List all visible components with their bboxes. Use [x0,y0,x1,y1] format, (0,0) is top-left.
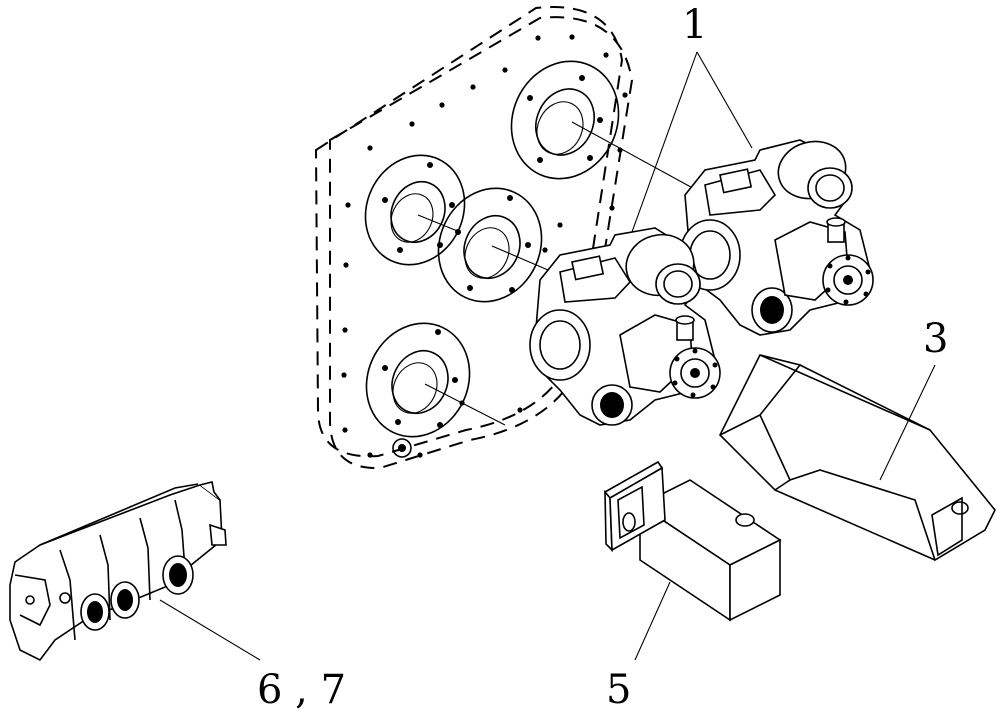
housing-flanges [364,60,620,458]
alignment-axes [417,121,701,426]
flange-bottom [365,322,471,438]
hydraulic-pump-rear [679,139,874,336]
leader-lines [159,51,936,661]
flange-top [510,60,620,180]
callout-1: 1 [682,2,707,48]
triple-gear-pump [9,481,227,662]
flange-center [437,187,543,303]
mounting-bracket [719,353,996,562]
gearbox-housing-plate [314,6,634,470]
callout-3: 3 [923,316,948,362]
callout-6-7: 6 , 7 [257,667,346,713]
callout-5: 5 [606,667,631,713]
flange-left [364,154,466,266]
hydraulic-pump-front [529,227,721,426]
adapter-block [603,460,782,622]
